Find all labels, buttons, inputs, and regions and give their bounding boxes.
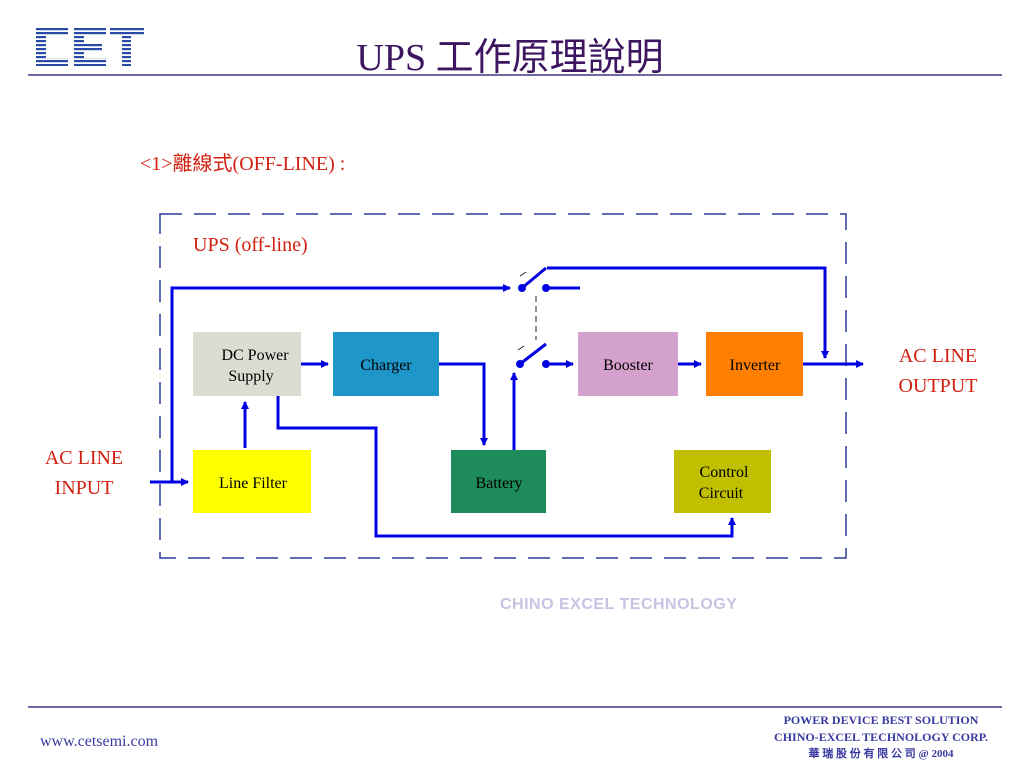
cet-logo <box>36 28 144 66</box>
battery-switch-blade <box>519 342 547 366</box>
switch2-pivot <box>516 360 524 368</box>
ac-input-line2: INPUT <box>54 477 114 499</box>
charger-block: Charger <box>333 332 439 396</box>
footer-divider <box>28 706 1002 708</box>
frame-label: UPS (off-line) <box>193 234 308 256</box>
ac-line-input-label: AC LINE INPUT <box>28 443 140 503</box>
footer-company-cn: 華 瑞 股 份 有 限 公 司 @ 2004 <box>808 748 954 760</box>
footer-slogan: POWER DEVICE BEST SOLUTION <box>783 713 979 727</box>
switch1-pivot <box>518 284 526 292</box>
footer-company-block: POWER DEVICE BEST SOLUTION CHINO-EXCEL T… <box>760 712 1002 763</box>
dc-to-control-arrow <box>276 396 736 538</box>
section-subtitle: <1>離線式(OFF-LINE) : <box>140 153 346 175</box>
battery-label: Battery <box>475 475 522 492</box>
booster-block: Booster <box>578 332 678 396</box>
page-title: UPS 工作原理說明 <box>356 37 664 79</box>
footer-url[interactable]: www.cetsemi.com <box>40 733 159 750</box>
bypass-switch-blade <box>521 266 547 290</box>
control-circuit-block: Control Circuit <box>674 450 771 513</box>
line-filter-block: Line Filter <box>193 450 311 513</box>
inverter-block: Inverter <box>706 332 803 396</box>
ac-line-output-label: AC LINE OUTPUT <box>882 341 994 401</box>
switch2-contact <box>542 360 550 368</box>
ac-output-line1: AC LINE <box>898 345 978 367</box>
dc-power-supply-block: DC Power Supply <box>193 332 301 396</box>
ac-input-line1: AC LINE <box>44 447 124 469</box>
booster-label: Booster <box>603 357 653 374</box>
bypass-line <box>170 284 511 482</box>
charger-label: Charger <box>360 357 412 374</box>
ac-output-line2: OUTPUT <box>898 375 978 397</box>
switch1-contact <box>542 284 550 292</box>
battery-block: Battery <box>451 450 546 513</box>
line-filter-label: Line Filter <box>219 475 288 492</box>
switch2-tick <box>517 345 525 351</box>
header-divider <box>28 74 1002 76</box>
dc-power-supply-line2: Supply <box>228 368 273 385</box>
footer-company: CHINO-EXCEL TECHNOLOGY CORP. <box>774 730 988 744</box>
control-circuit-line1: Control <box>700 464 749 481</box>
control-circuit-line2: Circuit <box>699 485 744 502</box>
bypass-to-output-arrow <box>547 266 829 359</box>
switch1-tick <box>519 271 527 277</box>
charger-to-battery-arrow <box>439 362 488 446</box>
inverter-label: Inverter <box>730 357 781 374</box>
watermark-text: CHINO EXCEL TECHNOLOGY <box>500 596 738 613</box>
ups-frame <box>159 213 847 559</box>
dc-power-supply-line1: DC Power <box>221 347 289 364</box>
